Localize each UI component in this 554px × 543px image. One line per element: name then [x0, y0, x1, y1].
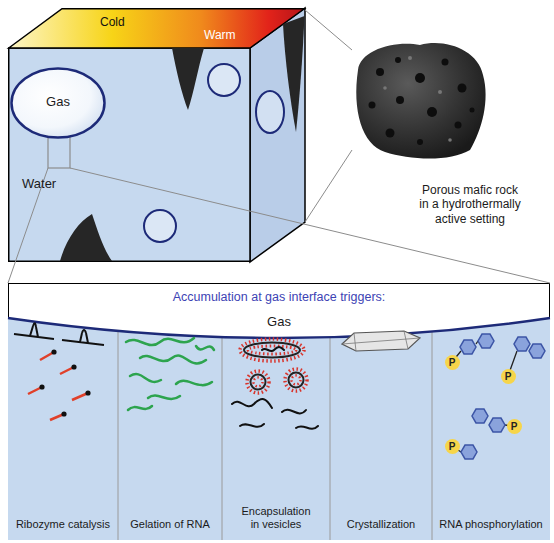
rock-pore	[442, 59, 449, 66]
rock-body	[356, 43, 485, 158]
water-region	[8, 318, 550, 540]
rock-speck	[448, 138, 452, 142]
substrate-end	[85, 390, 90, 395]
process-column: Encapsulation in vesicles	[222, 345, 330, 540]
phase-label: Gas	[10, 94, 106, 110]
ribozyme-strand	[14, 326, 104, 345]
rock-pore	[415, 73, 425, 83]
phosphate-label: P	[501, 369, 516, 384]
rock-speck	[438, 90, 442, 94]
rock-pore	[427, 107, 437, 117]
process-caption: Gelation of RNA	[118, 518, 222, 531]
rock-sample: Porous mafic rock in a hydrothermally ac…	[352, 35, 548, 240]
rock-pore	[395, 57, 401, 63]
rock-pore	[376, 68, 384, 76]
phosphate-label: P	[507, 419, 522, 434]
vesicle-membrane	[292, 376, 301, 385]
substrate-end	[51, 349, 56, 354]
rock-pore	[396, 96, 404, 104]
gas-pore	[256, 91, 284, 133]
substrate-end	[61, 411, 66, 416]
gas-pore	[144, 210, 176, 242]
phosphate-label: P	[445, 355, 460, 370]
sugar-ring	[461, 445, 477, 459]
block-front-face	[9, 48, 250, 261]
process-caption: RNA phosphorylation	[432, 518, 550, 531]
gas-bubble: Gas	[10, 67, 106, 139]
zoom-line	[305, 10, 352, 50]
zoom-leader	[15, 168, 305, 262]
substrate-end	[39, 384, 44, 389]
block-side-face	[250, 8, 305, 262]
temperature-label: Warm	[204, 28, 264, 42]
sugar-ring	[529, 344, 545, 358]
rock-intrusion	[283, 16, 305, 132]
vesicle-membrane	[251, 375, 266, 390]
rock-intrusion	[172, 48, 204, 110]
phase-label: Water	[22, 176, 82, 192]
rock-pore	[386, 129, 395, 138]
process-column: Ribozyme catalysis	[8, 345, 118, 540]
rock-pore	[455, 122, 462, 129]
ribozyme-loop	[33, 323, 86, 333]
crystal-facet	[342, 331, 420, 351]
column-divider	[118, 331, 432, 540]
phosphate-label: P	[445, 439, 460, 454]
sugar-ring	[489, 418, 505, 432]
interface-panel: Accumulation at gas interface triggers: G…	[8, 283, 550, 540]
rock-pore	[417, 139, 423, 145]
rna-strand	[232, 347, 318, 429]
process-caption: Crystallization	[330, 518, 432, 531]
vesicle-membrane	[247, 371, 269, 393]
rock-intrusion	[60, 214, 112, 261]
vesicle-membrane	[285, 369, 307, 391]
temperature-label: Cold	[100, 15, 160, 29]
vesicle-membrane	[254, 378, 263, 387]
substrate-end	[71, 364, 76, 369]
rock-speck	[383, 86, 387, 90]
process-column: Gelation of RNA	[118, 345, 222, 540]
phase-label: Gas	[254, 314, 304, 330]
rock-speck	[408, 56, 412, 60]
sugar-ring	[460, 340, 476, 354]
zoom-line	[8, 262, 15, 283]
rock-pore	[458, 84, 467, 93]
vesicle-membrane	[289, 373, 304, 388]
panel-title: Accumulation at gas interface triggers:	[8, 290, 550, 305]
rna-gel	[126, 338, 214, 410]
phosphate-bond	[452, 341, 530, 452]
block-top-face	[9, 9, 305, 48]
substrate-strand	[28, 352, 88, 420]
zoom-line	[305, 224, 550, 283]
crystal	[342, 331, 420, 351]
process-caption: Ribozyme catalysis	[8, 518, 118, 531]
rock-pore	[369, 102, 376, 109]
sugar-ring	[478, 334, 494, 348]
sugar-ring	[514, 337, 530, 351]
rock-caption: Porous mafic rock in a hydrothermally ac…	[418, 183, 522, 226]
process-column: Crystallization	[330, 345, 432, 540]
rock-block: ColdWarmWater Gas	[8, 8, 305, 262]
rock-pore	[470, 108, 475, 113]
process-caption: Encapsulation in vesicles	[222, 505, 330, 531]
gas-pore	[208, 64, 240, 96]
sugar-ring	[472, 409, 488, 423]
zoom-line	[305, 150, 352, 222]
